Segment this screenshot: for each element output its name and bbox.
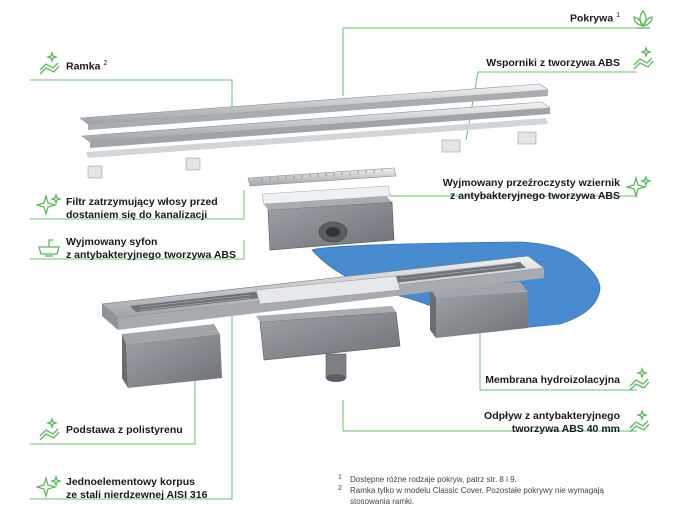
footnote: stosowania ramki.	[350, 497, 415, 506]
label-syfon: Wyjmowany syfon z antybakteryjnego tworz…	[66, 236, 236, 261]
sink-icon	[38, 239, 60, 257]
leader-lines	[30, 27, 638, 500]
hand-sparkle-icon	[633, 45, 654, 70]
drain-body	[101, 255, 545, 330]
sparkle-icon	[36, 474, 62, 499]
hand-sparkle-icon	[39, 50, 60, 75]
hand-sparkle-icon	[39, 416, 60, 441]
label-wsporniki: Wsporniki z tworzywa ABS	[486, 57, 620, 69]
label-filtr: Filtr zatrzymujący włosy przed dostaniem…	[66, 196, 218, 221]
outlet	[256, 306, 401, 382]
hair-filter	[247, 167, 397, 187]
support-clips	[87, 131, 537, 179]
label-ramka: Ramka 2	[66, 60, 108, 73]
inspection-lid	[261, 185, 391, 205]
siphon	[264, 196, 395, 251]
hand-sparkle-icon	[629, 366, 650, 391]
label-odplyw: Odpływ z antybakteryjnego tworzywa ABS 4…	[484, 410, 620, 435]
lotus-icon	[633, 9, 653, 29]
label-korpus: Jednoelementowy korpus ze stali nierdzew…	[66, 476, 208, 501]
sparkle-icon	[36, 192, 62, 217]
label-wziernik: Wyjmowany przeźroczysty wziernik z antyb…	[442, 177, 620, 202]
sparkle-icon	[626, 174, 652, 199]
cover-bars	[79, 83, 551, 158]
label-pokrywa: Pokrywa 1	[569, 12, 620, 25]
hand-sparkle-icon	[629, 408, 650, 433]
polystyrene-block-left	[122, 324, 222, 388]
label-podstawa: Podstawa z polistyrenu	[66, 424, 183, 436]
label-membrana: Membrana hydroizolacyjna	[485, 374, 620, 386]
polystyrene-block-right	[430, 282, 528, 338]
